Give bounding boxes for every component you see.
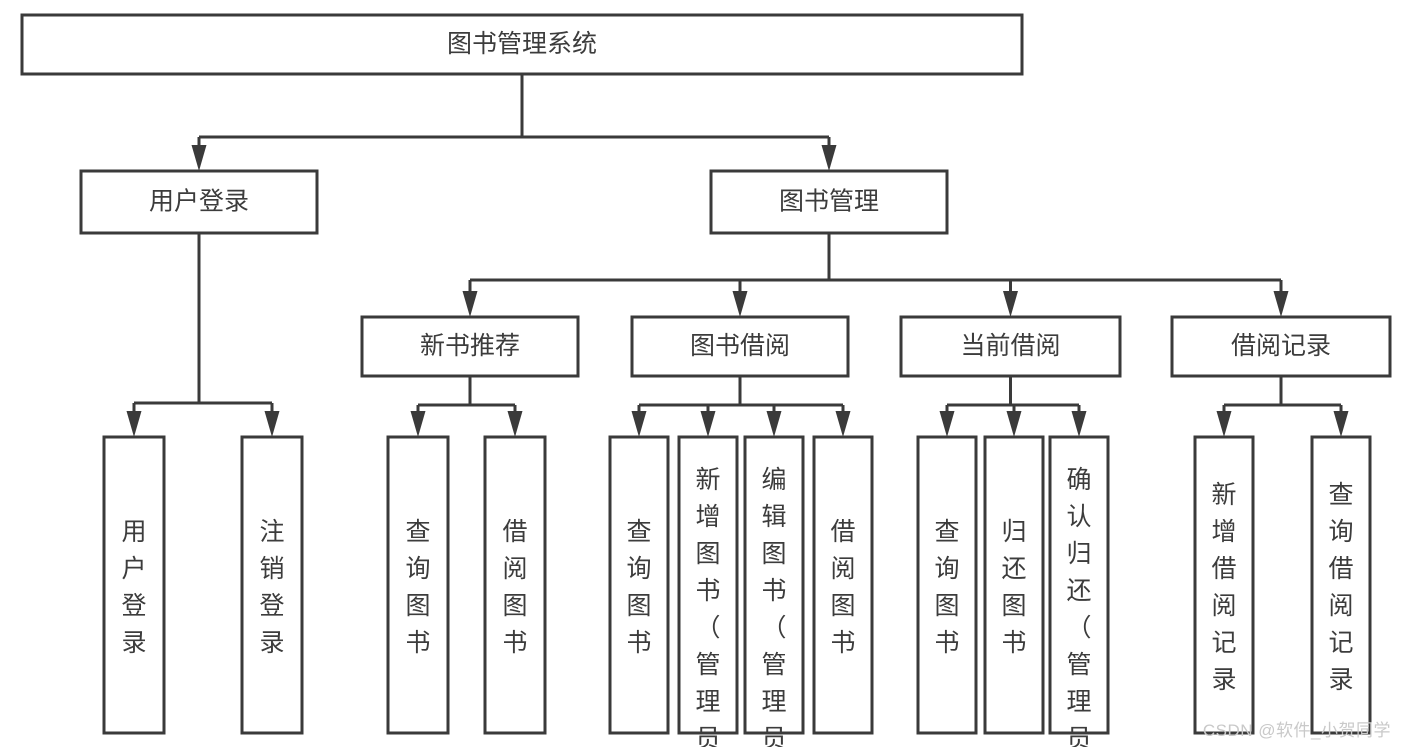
node-leaf-user-login[interactable]: 用户登录 bbox=[102, 435, 166, 735]
node-leaf-add-borrow-record[interactable]: 新增借阅记录 bbox=[1193, 435, 1255, 735]
node-leaf-borrow-book[interactable]: 借阅图书 bbox=[812, 435, 874, 735]
node-user-login[interactable]: 用户登录 bbox=[79, 169, 319, 235]
arrow-head-leaf-logout bbox=[264, 411, 280, 437]
node-box-current-borrow bbox=[899, 315, 1122, 378]
arrow-head-leaf-borrow-book bbox=[835, 411, 851, 437]
node-box-root bbox=[20, 13, 1024, 76]
node-leaf-query-book-current[interactable]: 查询图书 bbox=[916, 435, 978, 735]
node-label-leaf-borrow-book-recommend: 借阅图书 bbox=[502, 518, 527, 657]
node-box-leaf-add-borrow-record bbox=[1193, 435, 1255, 735]
arrow-head-leaf-confirm-return bbox=[1071, 411, 1087, 437]
arrow-head-leaf-edit-book bbox=[766, 411, 782, 437]
arrow-head-current-borrow bbox=[1003, 291, 1018, 317]
connector-layer bbox=[126, 74, 1349, 437]
arrow-head-leaf-add-borrow-record bbox=[1216, 411, 1232, 437]
node-box-book-management bbox=[709, 169, 949, 235]
node-new-book-recommend[interactable]: 新书推荐 bbox=[360, 315, 580, 378]
arrow-head-borrow-record bbox=[1273, 291, 1289, 317]
node-book-borrow[interactable]: 图书借阅 bbox=[630, 315, 850, 378]
node-label-leaf-query-book-recommend: 查询图书 bbox=[405, 518, 430, 657]
node-leaf-borrow-book-recommend[interactable]: 借阅图书 bbox=[483, 435, 547, 735]
node-root[interactable]: 图书管理系统 bbox=[20, 13, 1024, 76]
arrow-head-book-borrow bbox=[732, 291, 748, 317]
arrow-head-book-management bbox=[821, 145, 837, 171]
node-label-leaf-user-login: 用户登录 bbox=[121, 518, 146, 657]
node-leaf-add-book[interactable]: 新增图书（管理员） bbox=[677, 435, 739, 747]
node-leaf-edit-book[interactable]: 编辑图书（管理员） bbox=[743, 435, 805, 747]
node-label-leaf-add-borrow-record: 新增借阅记录 bbox=[1211, 481, 1236, 694]
node-label-leaf-edit-book: 编辑图书（管理员） bbox=[761, 466, 786, 747]
node-box-leaf-logout bbox=[240, 435, 304, 735]
arrow-head-leaf-add-book bbox=[700, 411, 716, 437]
node-label-leaf-borrow-book: 借阅图书 bbox=[830, 518, 855, 657]
node-label-user-login: 用户登录 bbox=[149, 188, 249, 216]
node-label-new-book-recommend: 新书推荐 bbox=[420, 332, 520, 360]
node-leaf-return-book[interactable]: 归还图书 bbox=[983, 435, 1045, 735]
node-label-leaf-query-borrow-record: 查询借阅记录 bbox=[1328, 481, 1353, 694]
arrow-head-leaf-return-book bbox=[1006, 411, 1022, 437]
node-box-leaf-return-book bbox=[983, 435, 1045, 735]
node-label-root: 图书管理系统 bbox=[447, 30, 597, 58]
node-label-book-borrow: 图书借阅 bbox=[690, 332, 790, 360]
node-label-book-management: 图书管理 bbox=[779, 188, 879, 216]
arrow-head-new-book-recommend bbox=[462, 291, 478, 317]
node-box-leaf-user-login bbox=[102, 435, 166, 735]
node-label-leaf-query-book-borrow: 查询图书 bbox=[626, 518, 651, 657]
node-box-leaf-query-book-borrow bbox=[608, 435, 670, 735]
node-box-leaf-query-borrow-record bbox=[1310, 435, 1372, 735]
node-box-borrow-record bbox=[1170, 315, 1392, 378]
arrow-head-user-login bbox=[191, 145, 207, 171]
arrow-head-leaf-query-borrow-record bbox=[1333, 411, 1349, 437]
node-leaf-confirm-return[interactable]: 确认归还（管理员） bbox=[1048, 435, 1110, 747]
node-label-leaf-logout: 注销登录 bbox=[259, 518, 284, 657]
node-leaf-query-book-recommend[interactable]: 查询图书 bbox=[386, 435, 450, 735]
watermark-label: CSDN @软件_小贺同学 bbox=[1202, 721, 1391, 740]
node-box-leaf-confirm-return bbox=[1048, 435, 1110, 735]
arrow-head-leaf-query-book-borrow bbox=[631, 411, 647, 437]
node-label-current-borrow: 当前借阅 bbox=[960, 332, 1060, 360]
node-box-leaf-add-book bbox=[677, 435, 739, 735]
node-label-leaf-confirm-return: 确认归还（管理员） bbox=[1066, 466, 1091, 747]
node-box-leaf-borrow-book bbox=[812, 435, 874, 735]
node-borrow-record[interactable]: 借阅记录 bbox=[1170, 315, 1392, 378]
node-leaf-query-book-borrow[interactable]: 查询图书 bbox=[608, 435, 670, 735]
node-label-leaf-query-book-current: 查询图书 bbox=[934, 518, 959, 657]
arrow-head-leaf-query-book-recommend bbox=[410, 411, 426, 437]
node-box-leaf-query-book-recommend bbox=[386, 435, 450, 735]
node-layer: 图书管理系统用户登录图书管理新书推荐图书借阅当前借阅借阅记录用户登录注销登录查询… bbox=[20, 13, 1392, 747]
node-label-leaf-add-book: 新增图书（管理员） bbox=[695, 466, 720, 747]
node-label-leaf-return-book: 归还图书 bbox=[1001, 518, 1026, 657]
node-box-leaf-borrow-book-recommend bbox=[483, 435, 547, 735]
node-box-user-login bbox=[79, 169, 319, 235]
node-current-borrow[interactable]: 当前借阅 bbox=[899, 315, 1122, 378]
node-box-book-borrow bbox=[630, 315, 850, 378]
node-box-leaf-query-book-current bbox=[916, 435, 978, 735]
arrow-head-leaf-borrow-book-recommend bbox=[507, 411, 523, 437]
node-leaf-logout[interactable]: 注销登录 bbox=[240, 435, 304, 735]
arrow-head-leaf-query-book-current bbox=[939, 411, 955, 437]
arrow-head-leaf-user-login bbox=[126, 411, 142, 437]
node-box-new-book-recommend bbox=[360, 315, 580, 378]
node-box-leaf-edit-book bbox=[743, 435, 805, 735]
node-label-borrow-record: 借阅记录 bbox=[1231, 332, 1331, 360]
node-leaf-query-borrow-record[interactable]: 查询借阅记录 bbox=[1310, 435, 1372, 735]
node-book-management[interactable]: 图书管理 bbox=[709, 169, 949, 235]
